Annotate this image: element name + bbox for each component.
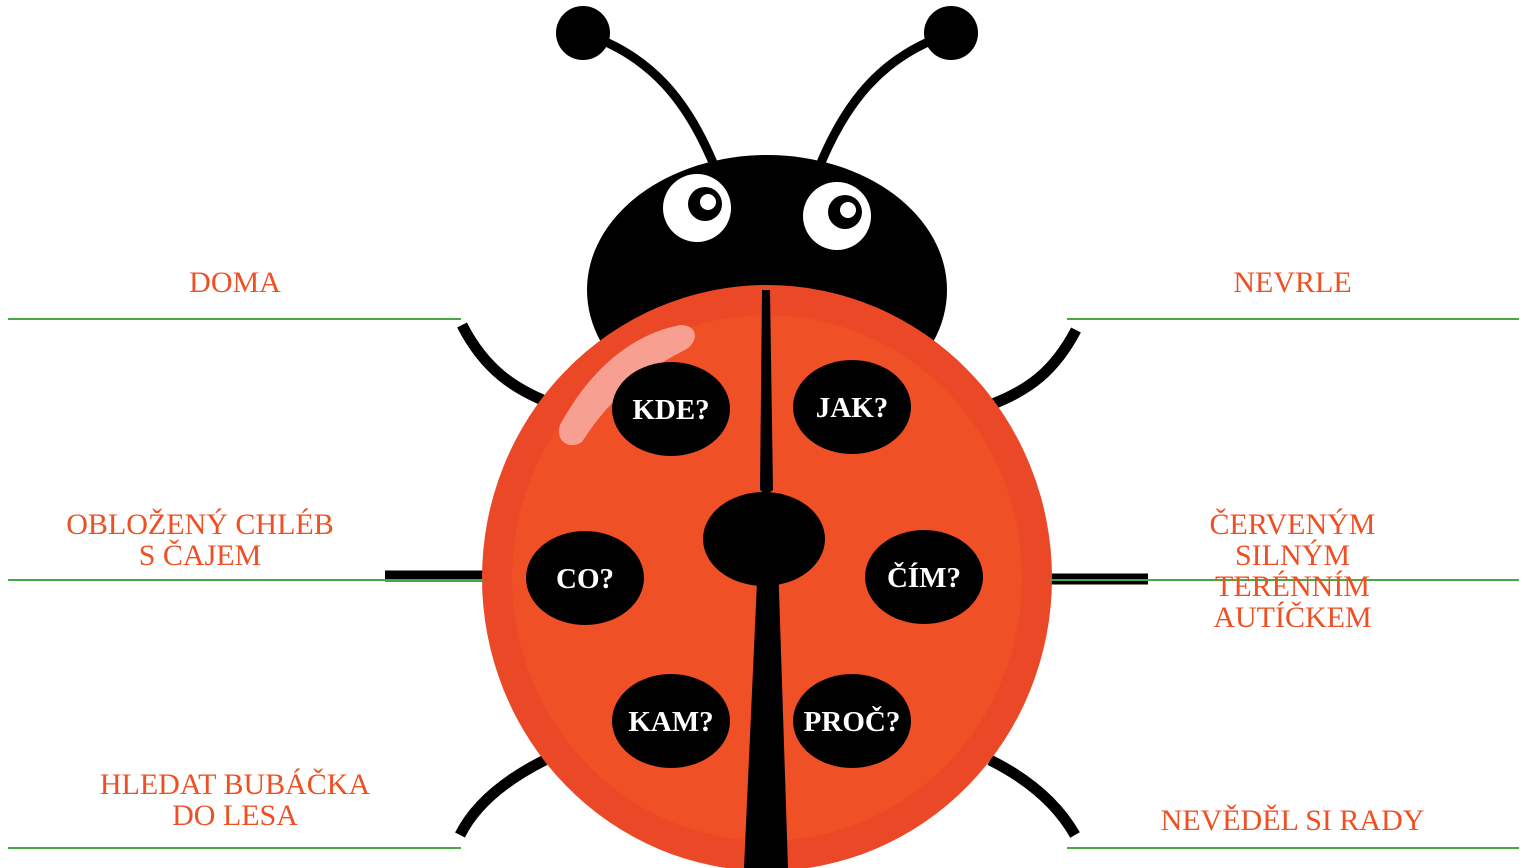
spot-cim xyxy=(865,530,983,624)
spot-proc xyxy=(793,674,911,768)
answer-line-proc xyxy=(1067,847,1519,849)
answer-line-cim xyxy=(1050,579,1519,581)
answer-kam: HLEDAT BUBÁČKA DO LESA xyxy=(55,769,415,831)
answer-line-jak xyxy=(1067,318,1519,320)
question-kam-label: KAM? xyxy=(628,706,713,738)
answer-proc-line: NEVĚDĚL SI RADY xyxy=(1160,804,1425,837)
question-co-label: CO? xyxy=(556,563,614,595)
question-proc-label: PROČ? xyxy=(804,705,901,738)
question-spots: KDE? JAK? CO? ČÍM? KAM? PROČ? xyxy=(526,360,983,768)
question-kde-label: KDE? xyxy=(632,394,709,426)
answer-co: OBLOŽENÝ CHLÉB S ČAJEM xyxy=(30,509,370,571)
answer-line-co xyxy=(8,579,483,581)
answer-cim: ČERVENÝM SILNÝM TERÉNNÍM AUTÍČKEM xyxy=(1175,509,1410,633)
answer-line-kam xyxy=(8,847,461,849)
answer-proc: NEVĚDĚL SI RADY xyxy=(1120,805,1465,836)
spot-kam xyxy=(612,674,730,768)
question-cim-label: ČÍM? xyxy=(887,561,961,594)
spot-jak xyxy=(793,360,911,454)
center-spot xyxy=(703,492,825,586)
answer-jak: NEVRLE xyxy=(1190,267,1395,298)
answer-kam-line: DO LESA xyxy=(172,799,298,832)
answer-line-kde xyxy=(8,318,461,320)
antennae xyxy=(556,6,978,175)
answer-jak-line: NEVRLE xyxy=(1233,266,1352,299)
answer-cim-line: TERÉNNÍM xyxy=(1215,570,1370,603)
spot-kde xyxy=(612,362,730,456)
answer-kde-line: DOMA xyxy=(189,266,281,299)
answer-kde: DOMA xyxy=(130,267,340,298)
question-jak-label: JAK? xyxy=(816,392,889,424)
answer-cim-line: SILNÝM xyxy=(1234,539,1350,572)
answer-cim-line: ČERVENÝM xyxy=(1209,508,1376,541)
answer-kam-line: HLEDAT BUBÁČKA xyxy=(99,768,371,801)
answer-co-line: S ČAJEM xyxy=(138,539,262,572)
answer-co-line: OBLOŽENÝ CHLÉB xyxy=(66,508,334,541)
answer-cim-line: AUTÍČKEM xyxy=(1213,601,1372,634)
spot-co xyxy=(526,531,644,625)
